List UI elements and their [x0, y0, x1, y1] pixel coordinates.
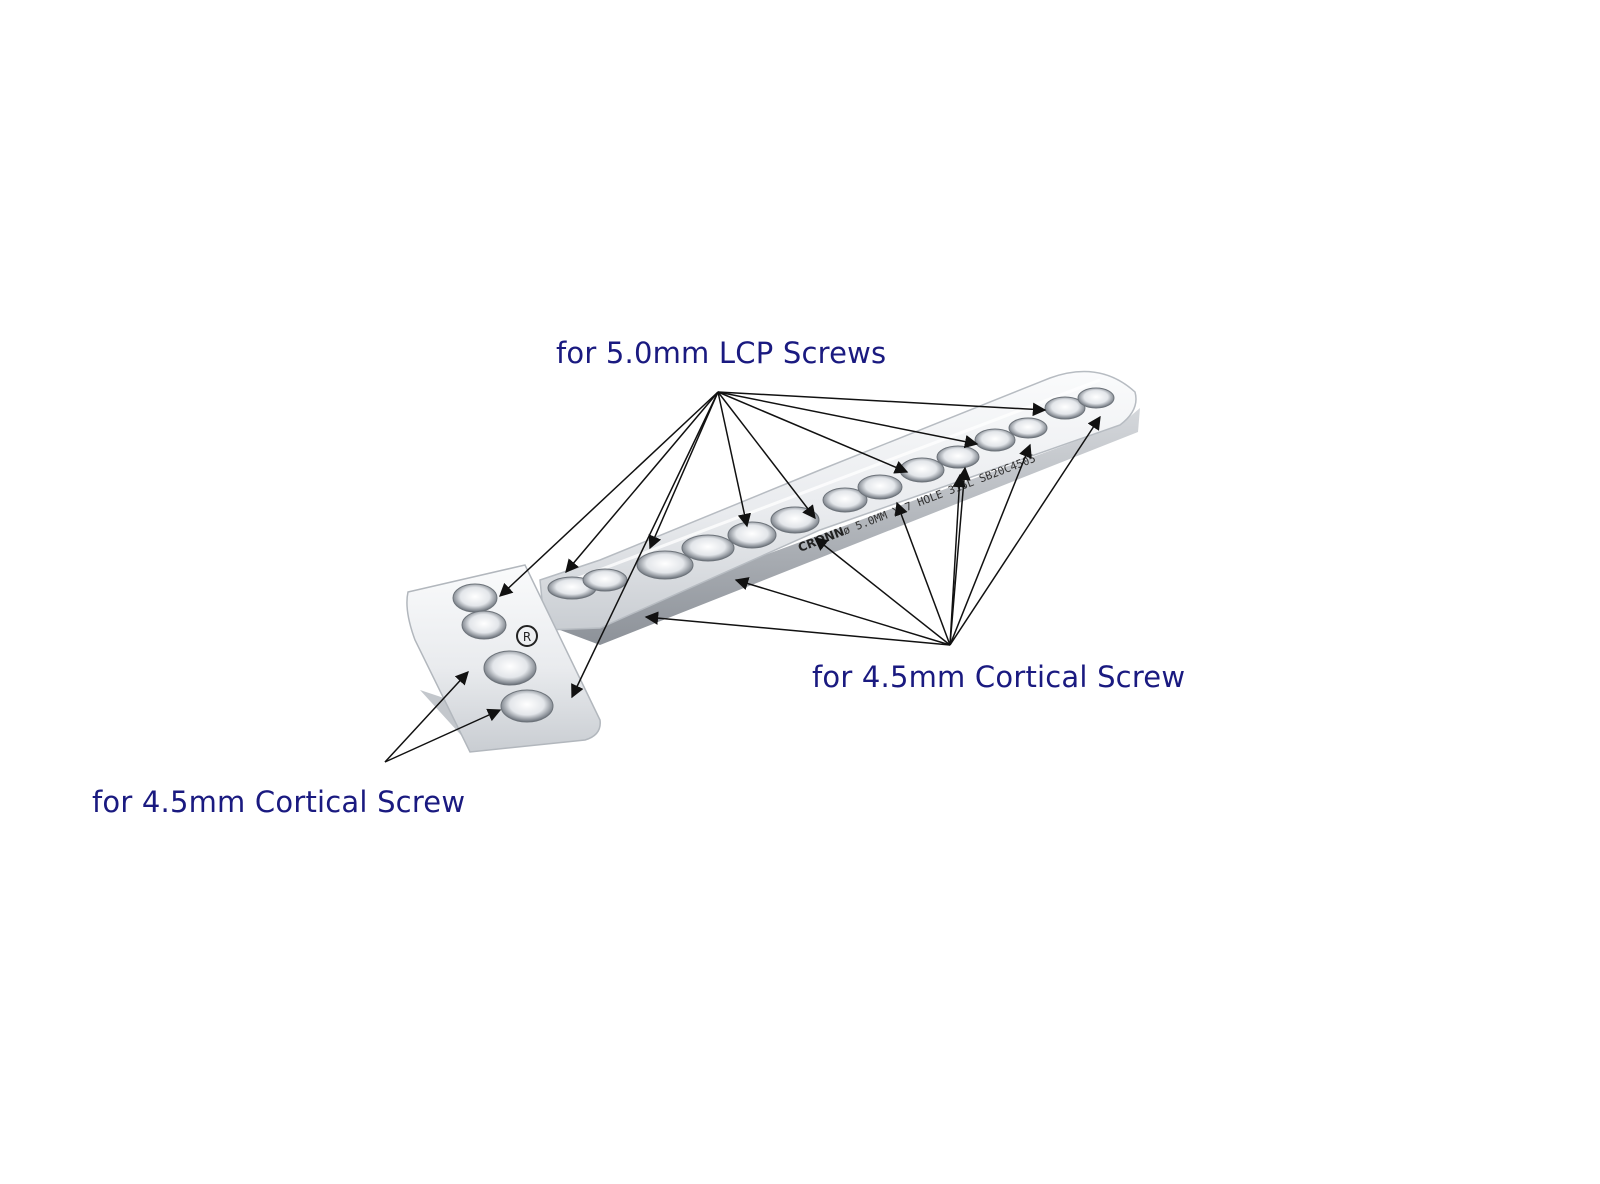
cortical-arrow — [813, 537, 951, 646]
cortical-screw-label-head: for 4.5mm Cortical Screw — [92, 785, 466, 819]
shaft-hole-2 — [636, 534, 735, 580]
shaft-hole-1 — [547, 568, 628, 600]
lcp-arrow — [648, 391, 719, 550]
lcp-arrow — [717, 391, 979, 449]
cortical-arrow — [384, 671, 469, 763]
cortical-arrow — [949, 443, 1032, 646]
head-hole-upper — [452, 583, 507, 640]
lcp-arrow — [717, 391, 909, 474]
cortical-head-arrows — [384, 671, 502, 763]
lcp-arrow — [499, 391, 719, 597]
cortical-arrow — [894, 501, 951, 646]
cortical-shaft-arrows — [644, 415, 1101, 646]
shaft-hole-7 — [1044, 387, 1115, 420]
cortical-arrow — [384, 708, 502, 763]
cortical-arrow — [949, 466, 971, 646]
lcp-arrow — [717, 391, 752, 528]
svg-text:R: R — [523, 630, 531, 644]
head-holes — [452, 583, 554, 723]
cortical-arrow — [949, 415, 1101, 646]
shaft-hole-4 — [822, 474, 903, 513]
lcp-arrow — [565, 391, 719, 574]
lcp-arrow — [717, 391, 816, 520]
lcp-arrow — [571, 391, 719, 699]
cortical-arrow — [644, 611, 951, 646]
lcp-arrow — [717, 391, 1047, 417]
shaft-holes — [547, 387, 1115, 600]
shaft-hole-6 — [974, 417, 1048, 452]
cortical-arrow — [734, 577, 951, 646]
lcp-arrows — [499, 391, 1047, 699]
lcp-screws-label: for 5.0mm LCP Screws — [556, 336, 887, 370]
cortical-screw-label-shaft: for 4.5mm Cortical Screw — [812, 660, 1186, 694]
head-hole-lower — [483, 650, 554, 723]
registered-mark-icon — [516, 625, 538, 647]
